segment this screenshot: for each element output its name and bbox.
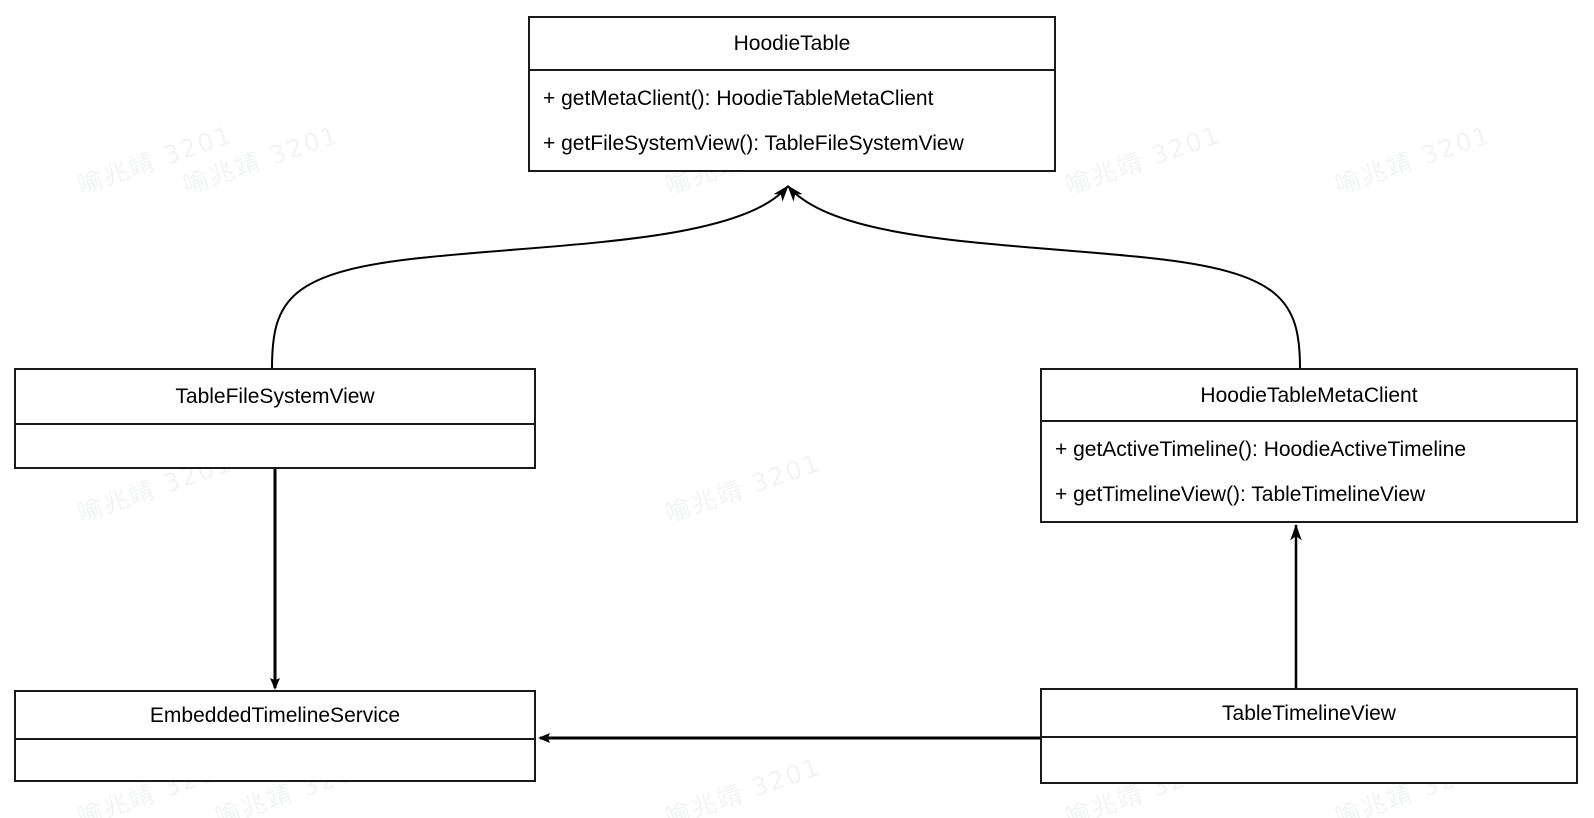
- class-box-table-timeline-view[interactable]: TableTimelineView: [1040, 688, 1578, 784]
- class-box-table-file-system-view[interactable]: TableFileSystemView: [14, 368, 536, 469]
- class-member: + getActiveTimeline(): HoodieActiveTimel…: [1055, 437, 1467, 461]
- class-members-hoodie-table: + getMetaClient(): HoodieTableMetaClient…: [530, 71, 1054, 170]
- edge-tablefilesystemview-to-hoodietable: [271, 185, 789, 369]
- class-members-table-file-system-view: [16, 425, 534, 467]
- class-box-hoodie-table[interactable]: HoodieTable + getMetaClient(): HoodieTab…: [528, 16, 1056, 172]
- class-members-hoodie-table-meta-client: + getActiveTimeline(): HoodieActiveTimel…: [1042, 422, 1576, 521]
- class-members-embedded-timeline-service: [16, 740, 534, 780]
- edge-hoodietablemetaclient-to-hoodietable: [787, 185, 1301, 369]
- class-name-embedded-timeline-service: EmbeddedTimelineService: [16, 692, 534, 740]
- class-member: + getMetaClient(): HoodieTableMetaClient: [543, 86, 934, 110]
- class-member: + getFileSystemView(): TableFileSystemVi…: [543, 131, 964, 155]
- class-name-table-timeline-view: TableTimelineView: [1042, 690, 1576, 738]
- class-box-hoodie-table-meta-client[interactable]: HoodieTableMetaClient + getActiveTimelin…: [1040, 368, 1578, 523]
- class-member: + getTimelineView(): TableTimelineView: [1055, 482, 1426, 506]
- class-name-hoodie-table-meta-client: HoodieTableMetaClient: [1042, 370, 1576, 422]
- class-name-table-file-system-view: TableFileSystemView: [16, 370, 534, 425]
- class-box-embedded-timeline-service[interactable]: EmbeddedTimelineService: [14, 690, 536, 782]
- class-name-hoodie-table: HoodieTable: [530, 18, 1054, 71]
- class-members-table-timeline-view: [1042, 738, 1576, 782]
